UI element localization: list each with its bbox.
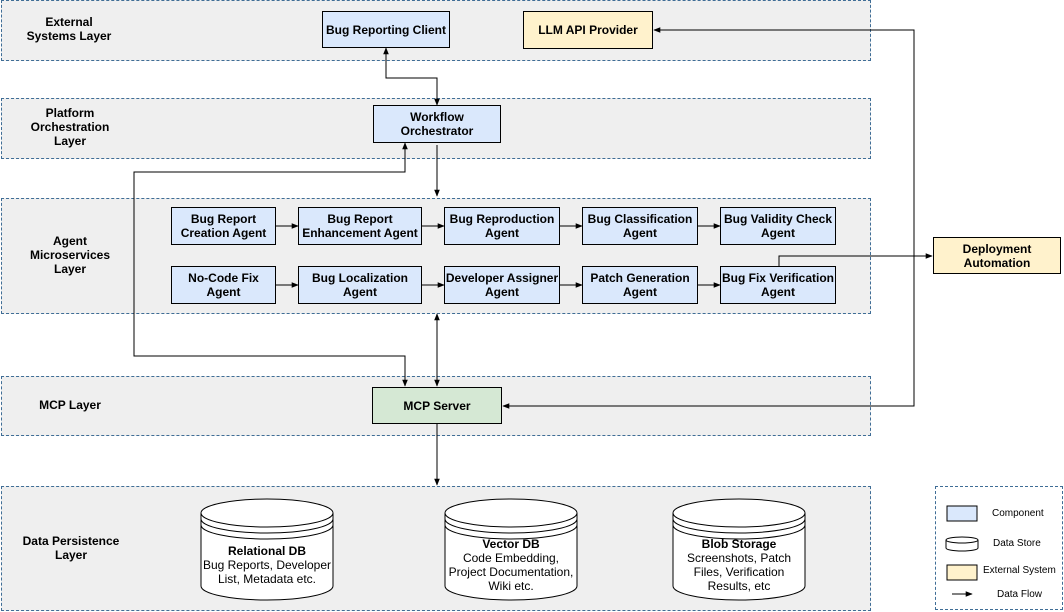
bug-fix-verification-agent: Bug Fix Verification Agent [720,266,836,304]
legend-external-swatch [946,564,978,581]
flow-mcp-orchestrator [133,142,408,387]
relational-db-title: Relational DB [227,544,306,558]
flow-verification-deployment [778,253,933,266]
vector-db-desc: Code Embedding, Project Documentation, W… [448,551,574,593]
blob-storage-cylinder [672,498,806,601]
legend [935,486,1063,610]
bug-reproduction-agent: Bug Reproduction Agent [444,207,560,245]
vector-db-cylinder [444,498,578,601]
patch-generation-agent: Patch Generation Agent [582,266,698,304]
mcp-layer-label: MCP Layer [39,398,101,412]
flow-mcp-llm [502,27,915,409]
legend-data-store-icon [945,536,979,552]
llm-api-provider: LLM API Provider [523,11,653,49]
agent-microservices-layer-label: Agent Microservices Layer [29,234,111,276]
workflow-orchestrator: Workflow Orchestrator [373,105,501,143]
blob-storage-title: Blob Storage [701,537,777,551]
platform-orchestration-layer-label: Platform Orchestration Layer [30,106,110,148]
blob-storage: Blob Storage Screenshots, Patch Files, V… [669,537,809,593]
bug-reporting-client: Bug Reporting Client [322,11,450,48]
blob-storage-desc: Screenshots, Patch Files, Verification R… [686,551,792,593]
legend-data-flow-label: Data Flow [997,589,1043,600]
legend-component-label: Component [992,508,1044,519]
relational-db-cylinder [200,498,334,601]
deployment-automation: Deployment Automation [933,237,1061,274]
vector-db-title: Vector DB [482,537,540,551]
external-systems-layer-label: External Systems Layer [26,15,112,43]
relational-db: Relational DB Bug Reports, Developer Lis… [197,544,337,586]
mcp-server: MCP Server [372,387,502,424]
relational-db-desc: Bug Reports, Developer List, Metadata et… [202,558,332,586]
legend-data-store-label: Data Store [993,538,1041,549]
bug-report-creation-agent: Bug Report Creation Agent [171,207,276,245]
vector-db: Vector DB Code Embedding, Project Docume… [441,537,581,593]
flow-client-orchestrator [383,47,440,106]
bug-report-enhancement-agent: Bug Report Enhancement Agent [298,207,422,245]
data-persistence-layer-label: Data Persistence Layer [22,534,120,562]
developer-assigner-agent: Developer Assigner Agent [444,266,560,304]
no-code-fix-agent: No-Code Fix Agent [171,266,276,304]
bug-classification-agent: Bug Classification Agent [582,207,698,245]
bug-localization-agent: Bug Localization Agent [298,266,422,304]
legend-component-swatch [946,505,978,522]
legend-external-system-label: External System [983,565,1056,576]
bug-validity-check-agent: Bug Validity Check Agent [720,207,836,245]
